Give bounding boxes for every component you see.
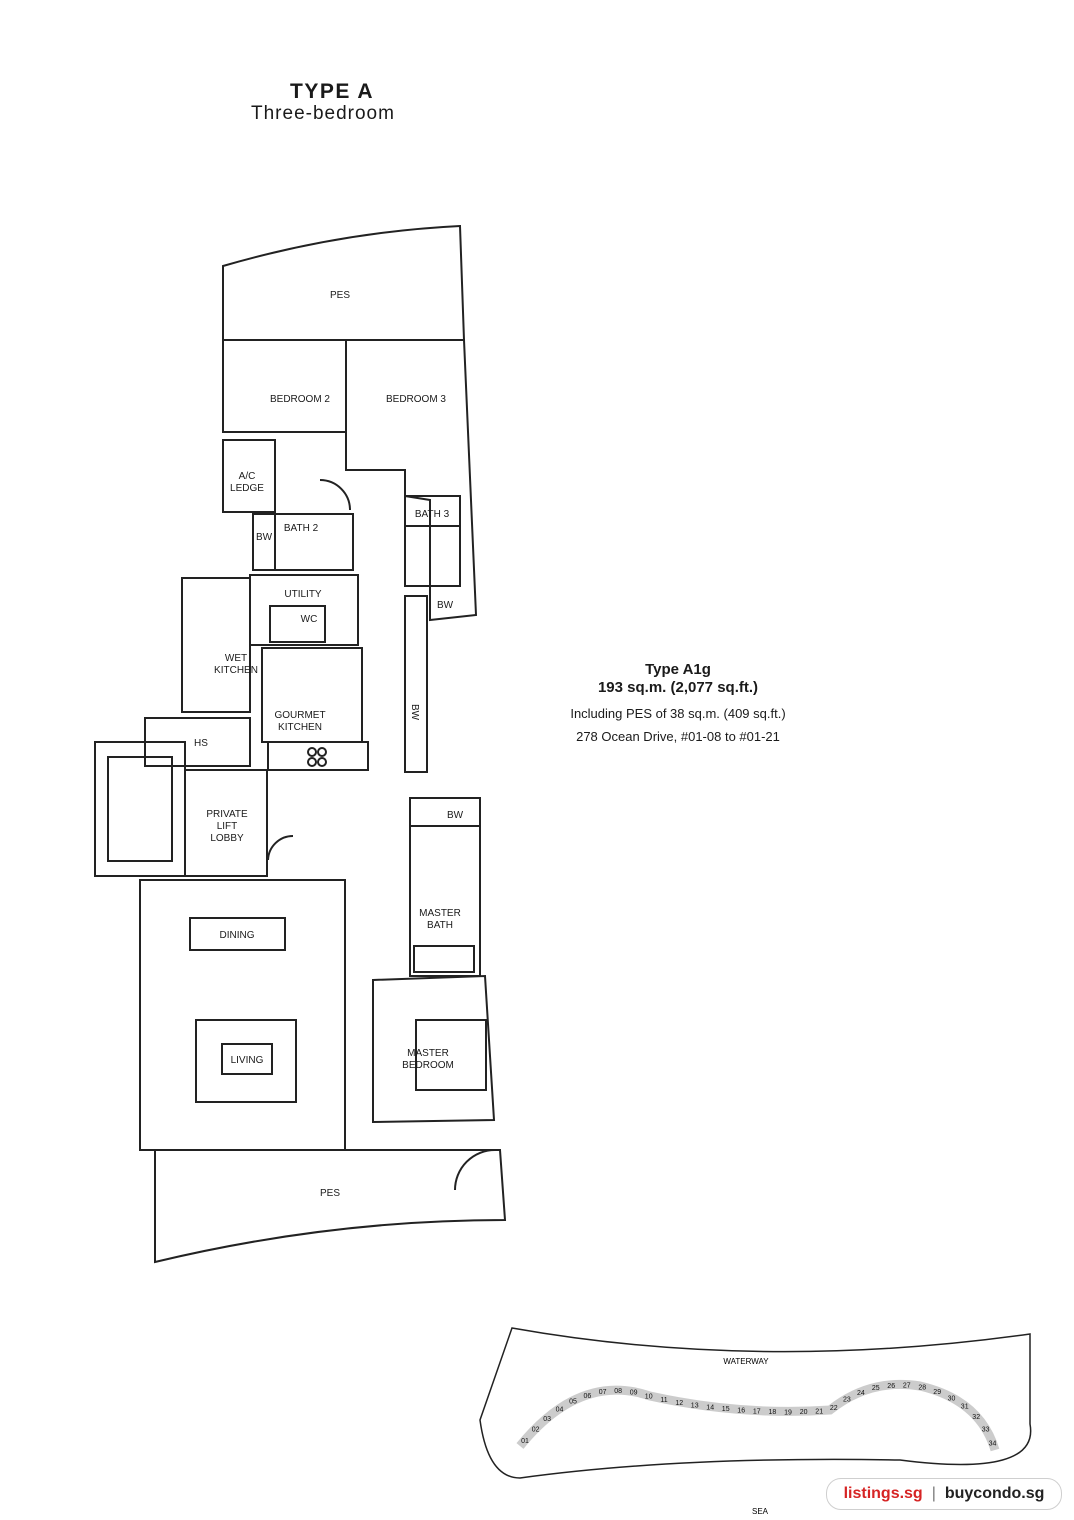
site-unit-19: 19 [784,1409,792,1416]
room-label-bw-2: BW [437,600,454,611]
utility-outline [249,574,359,646]
bath3-outline [404,495,461,587]
brand-listings[interactable]: listings.sg [843,1485,923,1502]
room-label-gourmet-1: GOURMET [274,710,325,721]
room-label-bath2: BATH 2 [284,523,319,534]
room-label-dining: DINING [220,930,255,941]
room-label-master-bed-1: MASTER [407,1048,449,1059]
site-unit-07: 07 [599,1389,607,1396]
living-dining-outline [139,879,346,1151]
site-unit-22: 22 [830,1405,838,1412]
room-label-living: LIVING [231,1055,264,1066]
site-unit-16: 16 [737,1408,745,1415]
room-label-lobby-1: PRIVATE [206,809,248,820]
room-label-lobby-2: LIFT [217,821,238,832]
room-label-wc: WC [301,614,318,625]
site-unit-28: 28 [918,1385,926,1392]
plan-type-subtitle: Three-bedroom [251,103,395,124]
room-label-pes-top: PES [330,290,350,301]
site-unit-21: 21 [815,1409,823,1416]
site-unit-02: 02 [532,1427,540,1434]
site-unit-25: 25 [872,1385,880,1392]
room-label-bw-1: BW [256,532,273,543]
room-label-bedroom3: BEDROOM 3 [386,394,446,405]
room-label-bw-3: BW [447,810,464,821]
site-unit-27: 27 [903,1383,911,1390]
waterway-label: WATERWAY [723,1357,769,1366]
master-bedroom-outline [372,974,496,1124]
site-unit-26: 26 [887,1383,895,1390]
room-label-master-bed-2: BEDROOM [402,1060,454,1071]
room-label-master-bath-1: MASTER [419,908,461,919]
site-unit-32: 32 [972,1414,980,1421]
site-unit-20: 20 [800,1409,808,1416]
room-label-ac-ledge-1: A/C [239,471,256,482]
room-label-wet-kitchen-1: WET [225,653,247,664]
site-unit-29: 29 [933,1389,941,1396]
master-bath-outline [409,797,481,977]
footer-brand-badge: listings.sg | buycondo.sg [826,1478,1062,1510]
unit-info-block: Type A1g 193 sq.m. (2,077 sq.ft.) Includ… [548,661,808,744]
unit-area-label: 193 sq.m. (2,077 sq.ft.) [597,679,759,696]
site-unit-24: 24 [857,1390,865,1397]
site-unit-13: 13 [691,1402,699,1409]
site-unit-23: 23 [843,1397,851,1404]
room-label-bedroom2: BEDROOM 2 [270,394,330,405]
ac-ledge-outline [222,439,276,513]
room-label-ac-ledge-2: LEDGE [230,483,264,494]
site-unit-14: 14 [706,1405,714,1412]
site-unit-11: 11 [660,1397,667,1404]
unit-type-label: Type A1g [645,661,711,678]
site-unit-09: 09 [630,1390,638,1397]
site-unit-08: 08 [614,1388,622,1395]
brand-separator: | [931,1485,936,1502]
bedroom3-outline [345,339,478,622]
site-unit-30: 30 [948,1395,956,1402]
site-unit-03: 03 [543,1416,551,1423]
bath2-outline [252,513,354,571]
room-label-master-bath-2: BATH [427,920,453,931]
site-unit-12: 12 [675,1400,683,1407]
wet-kitchen-outline [181,577,251,713]
site-unit-33: 33 [982,1427,990,1434]
room-label-lobby-3: LOBBY [210,833,244,844]
site-unit-34: 34 [989,1441,997,1448]
pes-top-outline [222,224,466,341]
site-unit-18: 18 [769,1409,777,1416]
bedroom2-outline [222,339,347,433]
room-label-gourmet-2: KITCHEN [278,722,322,733]
room-label-utility: UTILITY [284,589,322,600]
site-unit-15: 15 [722,1406,730,1413]
site-unit-10: 10 [645,1394,653,1401]
brand-buycondo[interactable]: buycondo.sg [944,1485,1045,1502]
room-label-wet-kitchen-2: KITCHEN [214,665,258,676]
unit-address: 278 Ocean Drive, #01-08 to #01-21 [576,729,780,744]
site-unit-05: 05 [569,1399,577,1406]
site-unit-17: 17 [753,1409,761,1416]
plan-type-title: TYPE A [290,80,375,103]
site-unit-06: 06 [584,1393,592,1400]
pes-bottom-outline [154,1149,507,1264]
room-label-bw-corridor: BW [409,704,420,721]
sea-label: SEA [752,1507,769,1516]
pes-area-note: Including PES of 38 sq.m. (409 sq.ft.) [570,706,786,721]
site-unit-04: 04 [556,1407,564,1414]
site-unit-31: 31 [961,1404,969,1411]
site-unit-01: 01 [521,1438,529,1445]
private-lift-lobby-outline [184,769,268,877]
room-label-bath3: BATH 3 [415,509,450,520]
room-label-pes-bottom: PES [320,1188,340,1199]
room-label-hs: HS [194,738,208,749]
